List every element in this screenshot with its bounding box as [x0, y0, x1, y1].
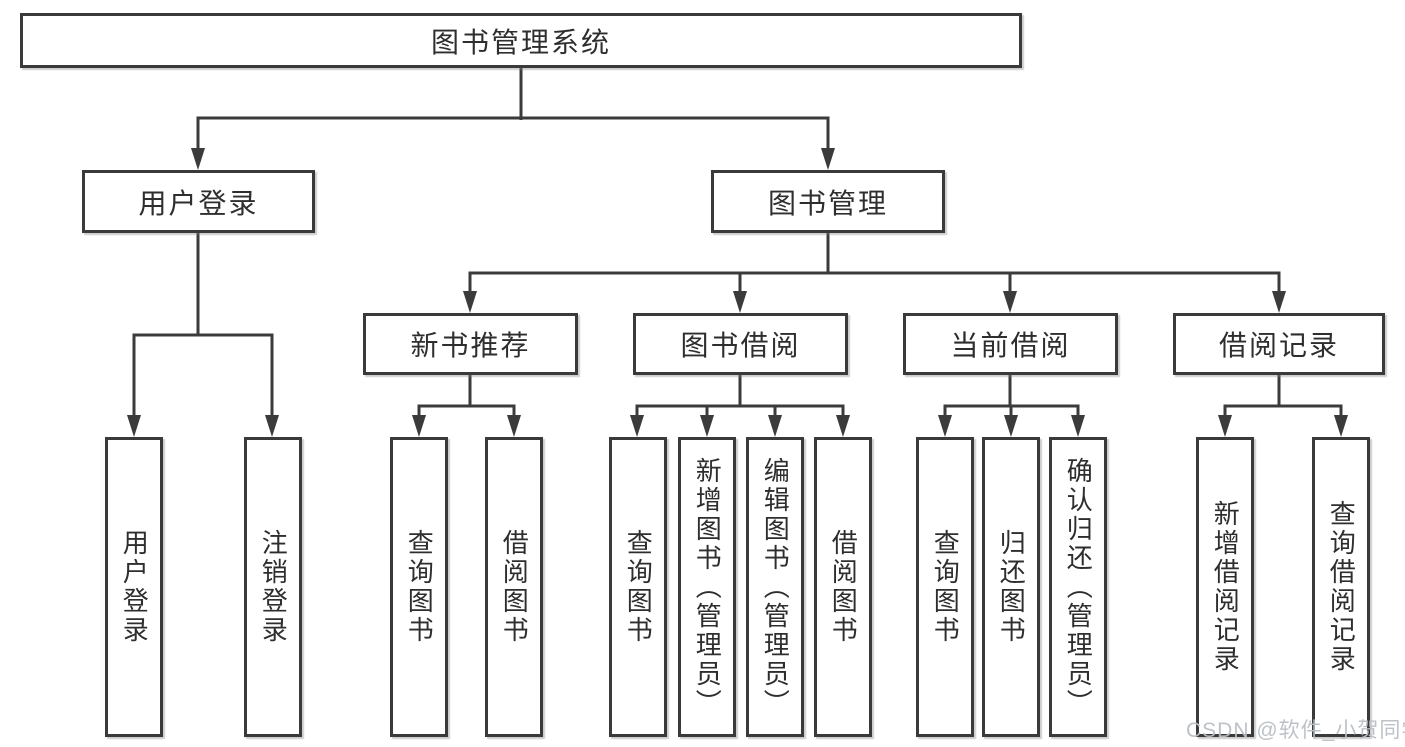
node-new-book-recommend: 新书推荐	[363, 313, 578, 375]
node-label: 用户登录	[119, 529, 150, 645]
arrowhead-icon	[768, 415, 782, 437]
node-root: 图书管理系统	[20, 13, 1022, 68]
watermark: CSDN @软件_小贺同学	[1186, 719, 1405, 742]
node-leaf-cb-query: 查询图书	[916, 437, 974, 737]
arrowhead-icon	[821, 148, 835, 170]
node-leaf-nb-borrow: 借阅图书	[485, 437, 543, 737]
arrowhead-icon	[265, 415, 279, 437]
node-label: 借阅图书	[828, 529, 859, 645]
node-leaf-cb-confirm: 确认归还（管理员）	[1049, 437, 1107, 737]
node-user-login: 用户登录	[82, 170, 315, 233]
node-leaf-bb-add: 新增图书（管理员）	[678, 437, 736, 737]
node-label: 查询图书	[930, 529, 961, 645]
arrowhead-icon	[412, 415, 426, 437]
node-leaf-nb-query: 查询图书	[390, 437, 448, 737]
node-leaf-logout: 注销登录	[244, 437, 302, 737]
arrowhead-icon	[191, 148, 205, 170]
node-label: 借阅图书	[499, 529, 530, 645]
node-current-borrow: 当前借阅	[903, 313, 1118, 375]
connector-path	[132, 68, 1343, 419]
node-book-management: 图书管理	[711, 170, 945, 233]
node-label: 新增借阅记录	[1210, 500, 1241, 674]
arrowhead-icon	[836, 415, 850, 437]
arrowhead-icon	[733, 291, 747, 313]
arrowhead-icon	[938, 415, 952, 437]
node-label: 新增图书（管理员）	[692, 456, 723, 718]
node-book-borrow: 图书借阅	[633, 313, 848, 375]
node-leaf-br-add: 新增借阅记录	[1196, 437, 1254, 737]
arrowhead-icon	[463, 291, 477, 313]
arrowhead-icon	[1003, 291, 1017, 313]
node-leaf-bb-borrow: 借阅图书	[814, 437, 872, 737]
arrowhead-icon	[1218, 415, 1232, 437]
arrowhead-icon	[1272, 291, 1286, 313]
arrowhead-icon	[1071, 415, 1085, 437]
node-label: 注销登录	[258, 529, 289, 645]
arrowhead-icon	[700, 415, 714, 437]
arrowhead-icon	[127, 415, 141, 437]
node-label: 查询图书	[404, 529, 435, 645]
arrowhead-icon	[1004, 415, 1018, 437]
node-leaf-br-query: 查询借阅记录	[1312, 437, 1370, 737]
node-label: 归还图书	[996, 529, 1027, 645]
node-label: 查询借阅记录	[1326, 500, 1357, 674]
node-label: 编辑图书（管理员）	[760, 456, 791, 718]
node-leaf-bb-query: 查询图书	[609, 437, 667, 737]
node-leaf-bb-edit: 编辑图书（管理员）	[746, 437, 804, 737]
node-borrow-records: 借阅记录	[1173, 313, 1385, 375]
arrowhead-icon	[630, 415, 644, 437]
arrowhead-icon	[507, 415, 521, 437]
node-label: 确认归还（管理员）	[1063, 456, 1094, 718]
node-leaf-user-login: 用户登录	[105, 437, 163, 737]
arrowhead-icon	[1334, 415, 1348, 437]
node-label: 查询图书	[623, 529, 654, 645]
node-leaf-cb-return: 归还图书	[982, 437, 1040, 737]
